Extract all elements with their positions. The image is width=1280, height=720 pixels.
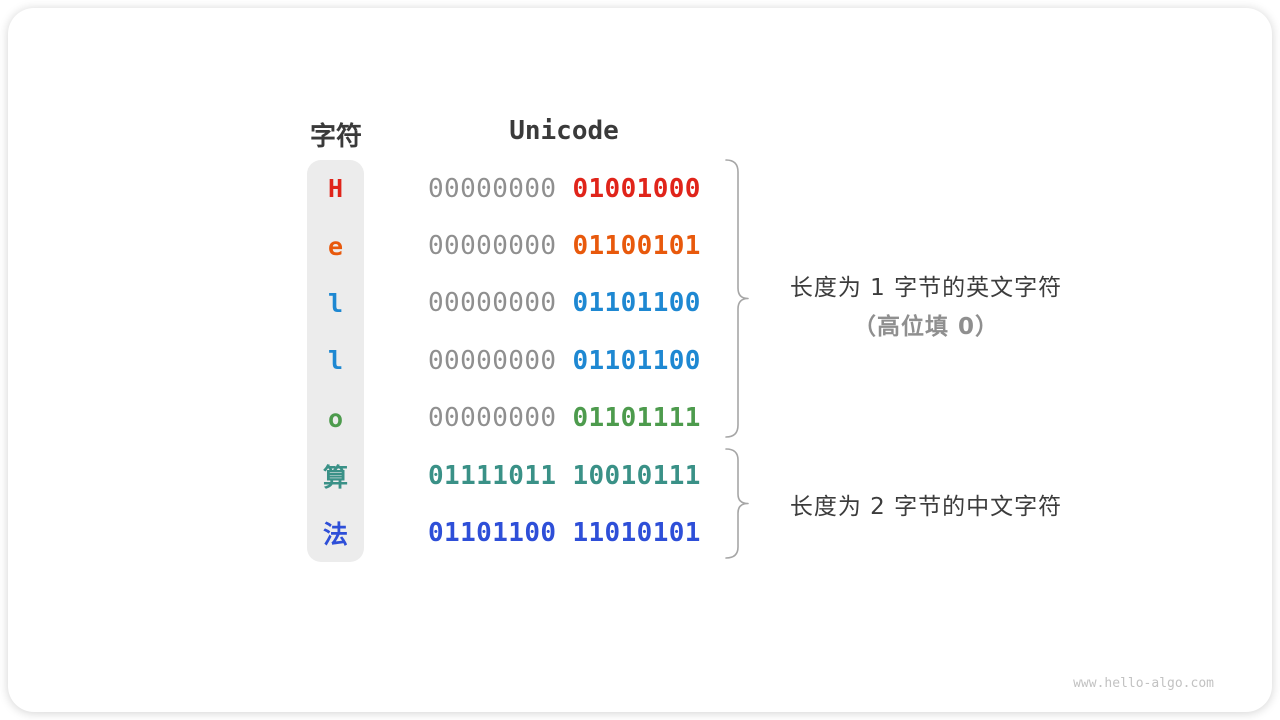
char-cell: 算 — [307, 447, 364, 504]
annotation-line: 长度为 2 字节的中文字符 — [789, 494, 1063, 520]
watermark-url: www.hello-algo.com — [1073, 676, 1214, 691]
binary-byte-low: 01001000 — [572, 173, 701, 204]
column-header-character: 字符 — [309, 122, 362, 152]
binary-byte-high: 00000000 — [428, 173, 557, 204]
annotation-english-chars: 长度为 1 字节的英文字符 （高位填 0） — [756, 269, 1096, 347]
table-row: 00000000 01101100 — [428, 275, 701, 332]
char-glyph: 法 — [322, 520, 348, 550]
char-cell: e — [307, 217, 364, 274]
binary-byte-high: 00000000 — [428, 231, 557, 262]
binary-byte-high: 01101100 — [428, 518, 557, 549]
binary-byte-low: 01101100 — [572, 345, 701, 376]
brace-english-group — [725, 159, 749, 438]
table-row: 01111011 10010111 — [428, 447, 701, 504]
char-glyph: H — [327, 174, 344, 204]
char-glyph: 算 — [322, 462, 348, 492]
annotation-line: 长度为 1 字节的英文字符 — [789, 275, 1063, 301]
unicode-column: 00000000 01001000 00000000 01100101 0000… — [428, 160, 701, 562]
binary-byte-high: 00000000 — [428, 403, 557, 434]
brace-chinese-group — [725, 448, 749, 559]
char-glyph: o — [327, 403, 344, 433]
char-glyph: l — [327, 346, 344, 376]
binary-byte-low: 01101111 — [572, 403, 701, 434]
binary-byte-low: 01101100 — [572, 288, 701, 319]
char-cell: 法 — [307, 504, 364, 561]
column-header-unicode: Unicode — [509, 116, 619, 146]
table-row: 01101100 11010101 — [428, 504, 701, 561]
table-row: 00000000 01100101 — [428, 217, 701, 274]
table-row: 00000000 01001000 — [428, 160, 701, 217]
table-row: 00000000 01101111 — [428, 390, 701, 447]
binary-byte-low: 11010101 — [572, 518, 701, 549]
annotation-subline: （高位填 0） — [852, 314, 999, 340]
char-cell: H — [307, 160, 364, 217]
figure-card — [8, 8, 1272, 712]
char-glyph: l — [327, 288, 344, 318]
table-row: 00000000 01101100 — [428, 332, 701, 389]
binary-byte-high: 00000000 — [428, 345, 557, 376]
binary-byte-low: 10010111 — [572, 460, 701, 491]
binary-byte-high: 01111011 — [428, 460, 557, 491]
annotation-chinese-chars: 长度为 2 字节的中文字符 — [756, 487, 1096, 521]
binary-byte-high: 00000000 — [428, 288, 557, 319]
char-cell: o — [307, 390, 364, 447]
character-column: H e l l o 算 法 — [307, 160, 364, 562]
char-cell: l — [307, 332, 364, 389]
char-cell: l — [307, 275, 364, 332]
char-glyph: e — [327, 231, 344, 261]
binary-byte-low: 01100101 — [572, 231, 701, 262]
